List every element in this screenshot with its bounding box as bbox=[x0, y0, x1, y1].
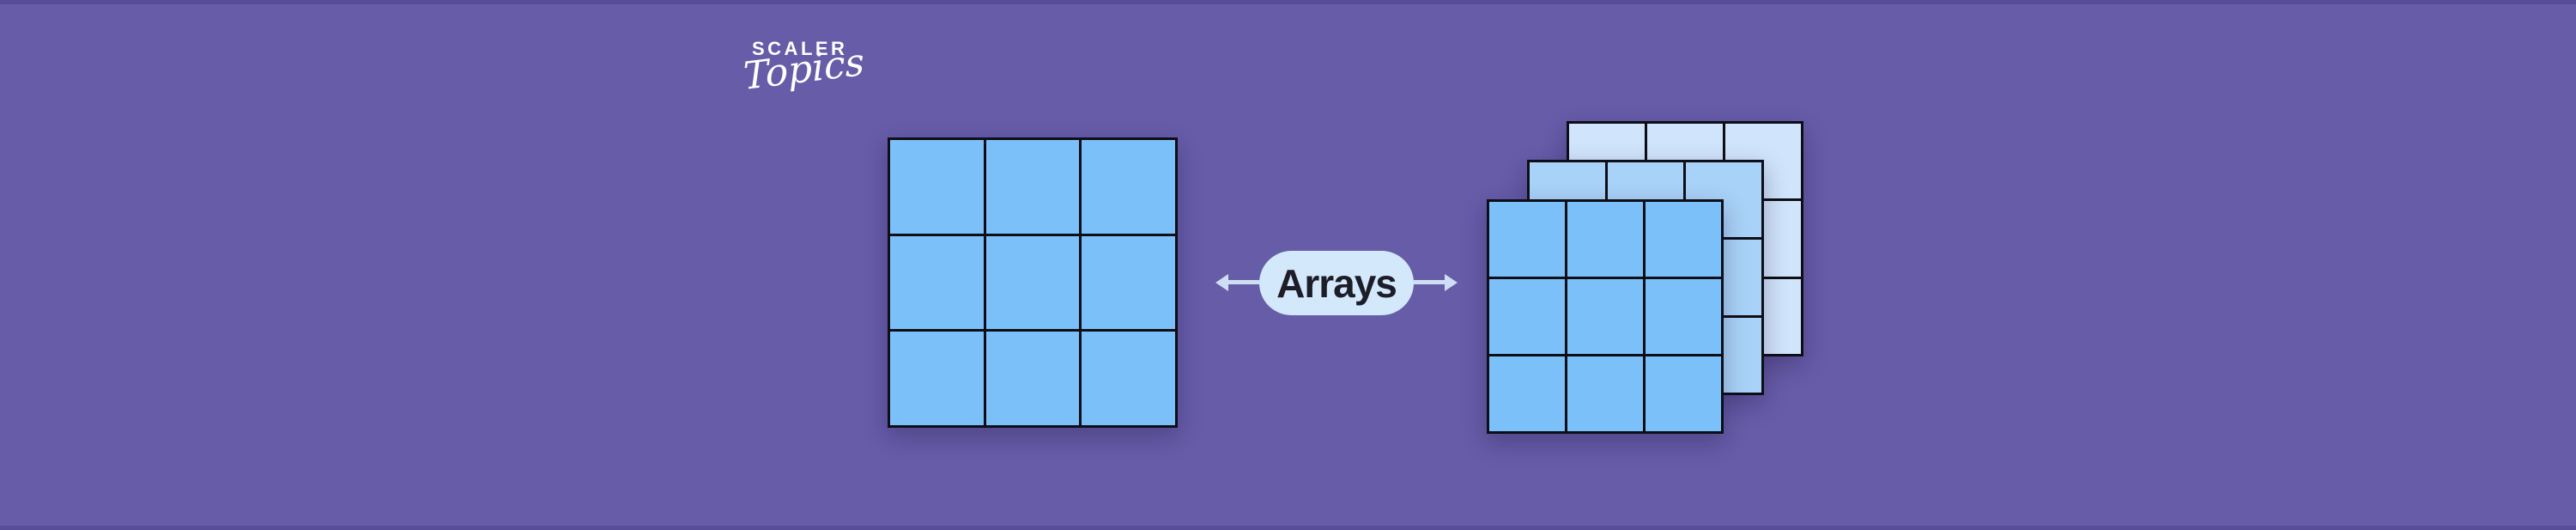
left-arrow-shaft bbox=[1227, 280, 1259, 284]
scaler-topics-logo: SCALER Topics bbox=[742, 38, 866, 99]
grid-cell bbox=[890, 235, 984, 330]
2d-array-grid bbox=[888, 137, 1178, 428]
logo-scaler-text: SCALER bbox=[752, 38, 848, 59]
grid-cell bbox=[1567, 202, 1643, 277]
grid-cell bbox=[1489, 356, 1565, 431]
top-edge-shade bbox=[0, 0, 2576, 4]
right-arrowhead-icon bbox=[1445, 274, 1458, 291]
bottom-edge-shade bbox=[0, 526, 2576, 530]
grid-cell bbox=[1646, 202, 1721, 277]
grid-cell bbox=[1567, 279, 1643, 354]
3d-array-grid-front-layer bbox=[1487, 199, 1724, 434]
grid-cell bbox=[985, 140, 1080, 234]
left-arrowhead-icon bbox=[1215, 274, 1228, 291]
grid-cell bbox=[1082, 235, 1175, 330]
grid-cell bbox=[985, 332, 1080, 425]
grid-cell bbox=[1082, 332, 1175, 425]
grid-cell bbox=[1489, 279, 1565, 354]
grid-cell bbox=[985, 235, 1080, 330]
grid-cell bbox=[1567, 356, 1643, 431]
right-arrow-shaft bbox=[1414, 280, 1446, 284]
grid-cell bbox=[890, 332, 984, 425]
grid-cell bbox=[1646, 279, 1721, 354]
grid-cell bbox=[1082, 140, 1175, 234]
grid-cell bbox=[890, 140, 984, 234]
grid-cell bbox=[1489, 202, 1565, 277]
arrays-label: Arrays bbox=[1276, 260, 1397, 306]
arrays-label-pill: Arrays bbox=[1259, 251, 1414, 315]
grid-cell bbox=[1646, 356, 1721, 431]
